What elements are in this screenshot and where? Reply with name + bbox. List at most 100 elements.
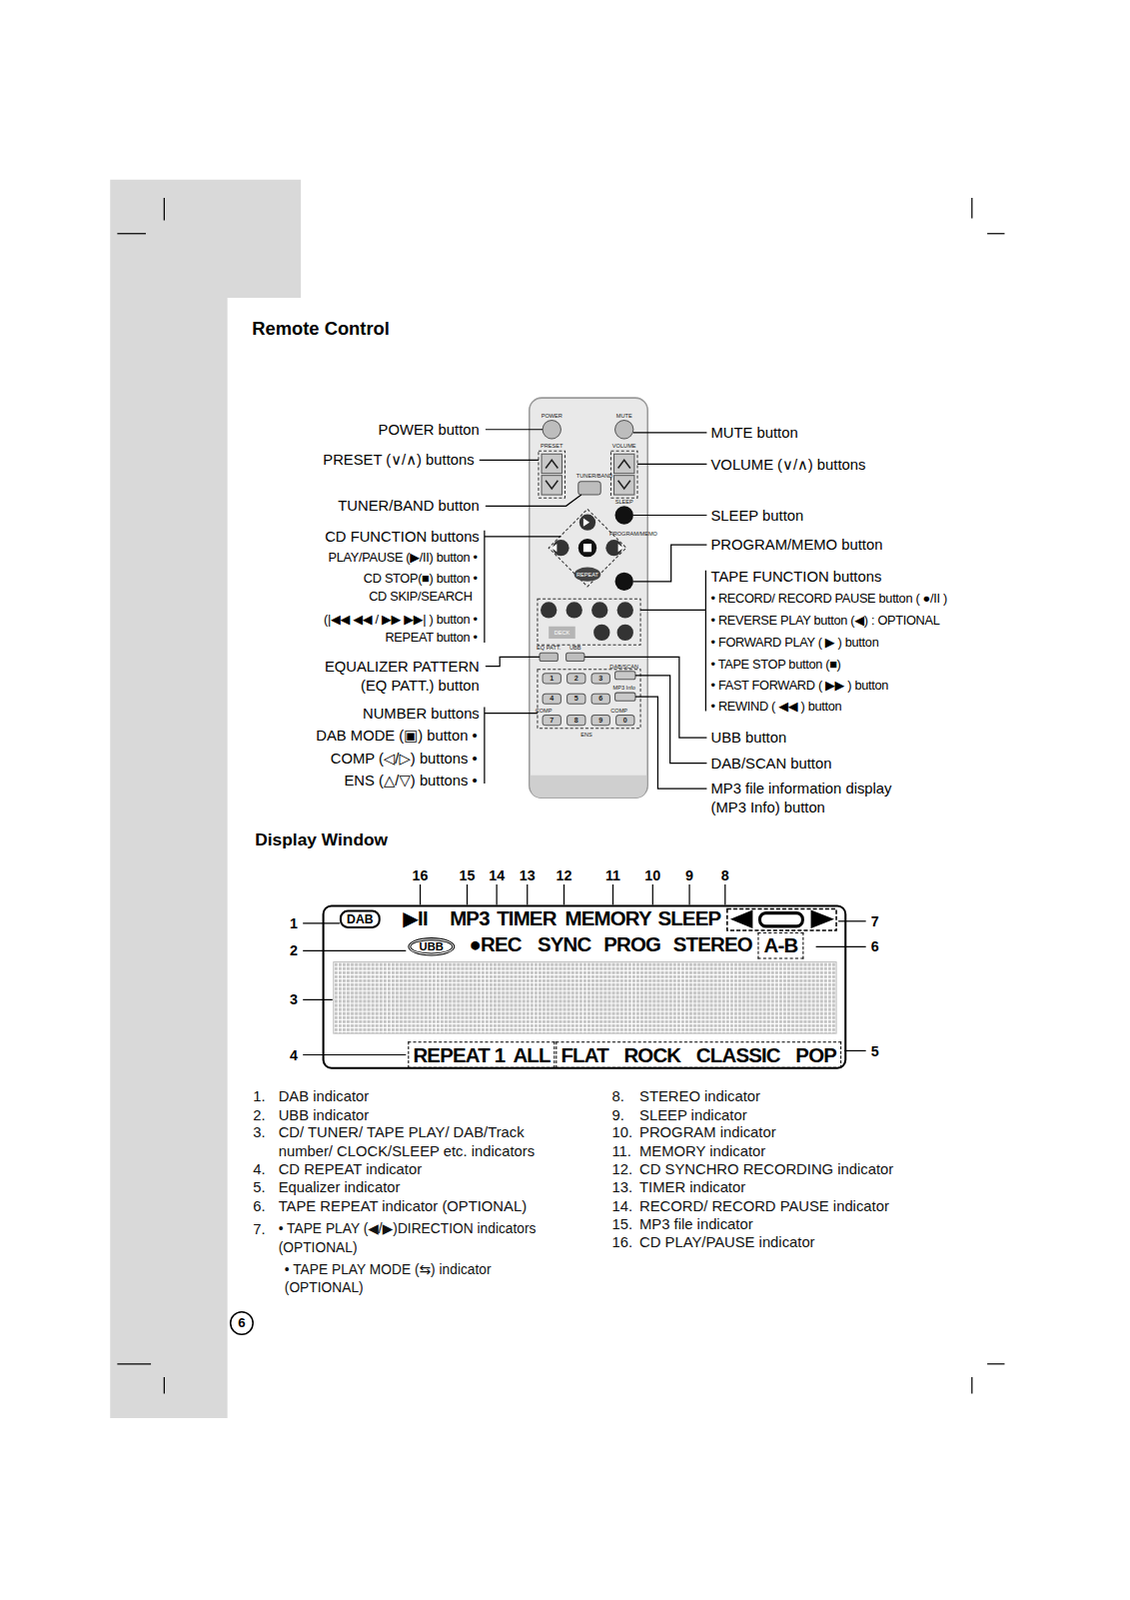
legend-text: 11. — [611, 1140, 631, 1159]
key-legend: POWER — [541, 411, 563, 418]
button-label: TUNER/BAND button — [337, 496, 479, 515]
button-label: COMP (◁/▷) buttons • — [330, 748, 478, 767]
button-label: • FORWARD PLAY ( ▶ ) button — [710, 633, 879, 652]
legend-text: PROGRAM indicator — [639, 1123, 777, 1141]
legend-text: SLEEP indicator — [639, 1106, 748, 1125]
button-label: CD FUNCTION buttons — [324, 527, 480, 546]
button-label: EQUALIZER PATTERN — [324, 656, 480, 675]
legend-text: 10. — [611, 1123, 633, 1141]
legend-text: 7. — [252, 1219, 265, 1238]
key-legend: PROGRAM/MEMO — [609, 530, 658, 537]
legend-text: 3. — [252, 1123, 265, 1141]
key-legend: SLEEP — [615, 498, 634, 505]
legend-text: CD/ TUNER/ TAPE PLAY/ DAB/Track number/ … — [278, 1123, 546, 1160]
indicator-text: A-B — [764, 933, 799, 958]
indicator-text: SLEEP — [657, 905, 721, 930]
button-label: DAB MODE (▣) button • — [315, 726, 477, 745]
key-legend: 3 — [598, 674, 603, 683]
indicator-text: REPEAT 1 — [412, 1042, 505, 1067]
legend-text: STEREO indicator — [639, 1087, 761, 1106]
button-label: MP3 file information display — [710, 779, 892, 798]
callout-number: 12 — [556, 867, 573, 884]
button-label: CD SKIP/SEARCH — [368, 587, 472, 606]
button-label: (|◀◀ ◀◀ / ▶▶ ▶▶| ) button • — [323, 609, 478, 628]
indicator-text: ●REC — [469, 932, 522, 957]
indicator-text: FLAT — [560, 1042, 608, 1067]
indicator-text: STEREO — [673, 932, 753, 957]
display-window: ▶IIMP3TIMERMEMORYSLEEP●RECSYNCPROGSTEREO… — [322, 904, 848, 1069]
button-label: DAB/SCAN button — [710, 753, 832, 772]
legend-text: 16. — [611, 1232, 633, 1251]
key-legend: COMP — [610, 706, 628, 713]
margin-band — [109, 179, 301, 1418]
legend-text: Equalizer indicator — [278, 1177, 401, 1196]
key-legend: TUNER/BAND — [576, 472, 614, 479]
callout-number: 8 — [721, 867, 730, 884]
legend-text: 4. — [252, 1159, 265, 1178]
key-legend: MUTE — [616, 411, 633, 418]
dab-indicator-box: DAB — [339, 910, 381, 929]
cd-repeat-box: REPEAT 1ALL — [407, 1041, 555, 1069]
button-label: • REWIND ( ◀◀ ) button — [710, 697, 842, 716]
leader-lines — [479, 429, 708, 789]
callout-number: 1 — [289, 915, 298, 932]
indicator-text: SYNC — [537, 932, 591, 957]
page-number-circle — [230, 1311, 253, 1334]
button-label: VOLUME (∨/∧) buttons — [710, 454, 866, 473]
button-label: PRESET (∨/∧) buttons — [322, 450, 474, 469]
legend-text: UBB indicator — [278, 1106, 370, 1125]
legend-text: 8. — [611, 1087, 624, 1106]
key-legend: DAB/SCAN — [609, 663, 639, 670]
indicator-text: PROG — [603, 932, 661, 957]
key-legend: MP3 Info — [612, 684, 635, 691]
key-legend: PRESET — [540, 442, 563, 449]
callout-number: 16 — [412, 867, 429, 884]
callout-number: 7 — [871, 913, 880, 930]
button-label: CD STOP(■) button • — [363, 569, 478, 588]
crop-marks — [116, 197, 1005, 1393]
button-label: ENS (△/▽) buttons • — [343, 771, 477, 790]
key-legend: 8 — [574, 716, 579, 725]
callout-number: 11 — [605, 867, 621, 884]
legend-text: CD SYNCHRO RECORDING indicator — [639, 1159, 894, 1178]
button-label: • FAST FORWARD ( ▶▶ ) button — [710, 676, 889, 695]
callout-number: 4 — [289, 1046, 298, 1063]
legend-text: MEMORY indicator — [639, 1140, 766, 1159]
remote-control — [529, 397, 648, 798]
indicator-text: MEMORY — [565, 905, 652, 930]
legend-text: • TAPE PLAY (◀/▶)DIRECTION indicators (O… — [278, 1219, 557, 1257]
key-legend: 7 — [549, 716, 554, 725]
button-label: • RECORD/ RECORD PAUSE button ( ●/II ) — [710, 589, 947, 608]
key-legend: REPEAT — [576, 571, 599, 578]
key-legend: EQ PATT. — [536, 644, 561, 651]
legend-text: • TAPE PLAY MODE (⇆) indicator (OPTIONAL… — [284, 1260, 563, 1298]
key-legend: ENS — [580, 731, 593, 738]
indicator-text: CLASSIC — [696, 1042, 781, 1067]
legend-text: CD REPEAT indicator — [278, 1159, 422, 1178]
indicator-text: UBB — [419, 940, 444, 953]
button-label: REPEAT button • — [384, 628, 477, 647]
tape-repeat-box: A-B — [757, 932, 804, 960]
button-label: MUTE button — [710, 423, 798, 442]
button-label: SLEEP button — [710, 505, 804, 524]
callout-number: 3 — [289, 991, 298, 1008]
button-label: TAPE FUNCTION buttons — [710, 567, 882, 586]
button-label: (MP3 Info) button — [710, 797, 825, 816]
indicator-text: TIMER — [496, 905, 556, 930]
key-legend: UBB — [569, 644, 582, 651]
indicator-text: MP3 — [449, 905, 490, 930]
callout-number: 6 — [871, 938, 880, 955]
button-label: • TAPE STOP button (■) — [710, 654, 841, 673]
legend-text: 5. — [252, 1177, 265, 1196]
callout-number: 13 — [519, 867, 536, 884]
button-label: • REVERSE PLAY button (◀) : OPTIONAL — [710, 610, 940, 629]
legend-text: 13. — [611, 1177, 633, 1196]
key-legend: 9 — [598, 716, 603, 725]
callout-lines — [302, 884, 866, 1055]
equalizer-box: FLATROCKCLASSICPOP — [555, 1041, 842, 1069]
legend-text: TIMER indicator — [639, 1177, 746, 1196]
legend-text: 1. — [252, 1087, 265, 1106]
legend-text: MP3 file indicator — [639, 1214, 754, 1233]
callout-number: 5 — [871, 1042, 880, 1059]
